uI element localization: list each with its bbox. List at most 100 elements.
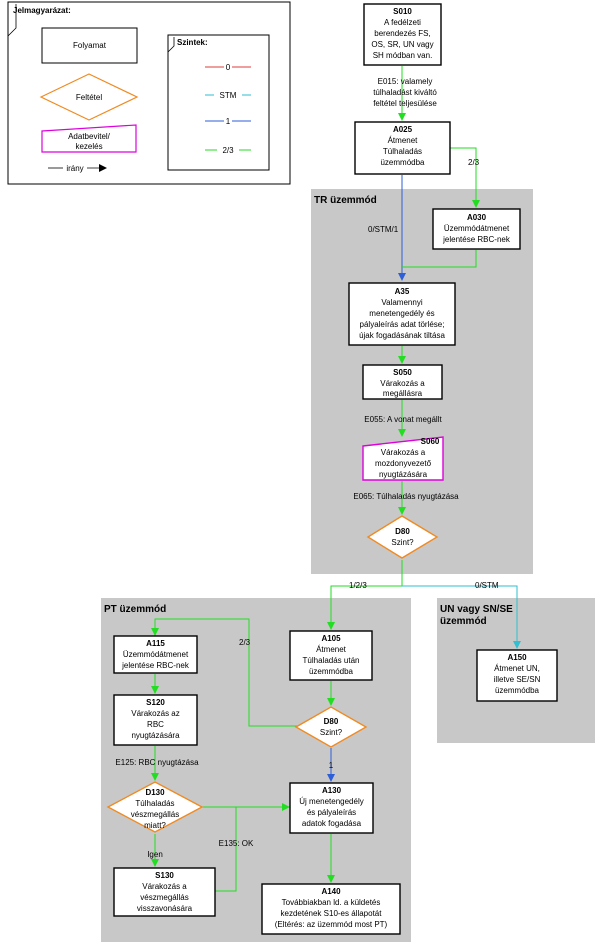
node-a130-id: A130 [322, 786, 342, 795]
node-a140-line1: Továbbiakban ld. a küldetés [282, 898, 381, 907]
node-a150-line3: üzemmódba [495, 686, 540, 695]
node-a130: A130 Új menetengedély és pályaleírás ada… [289, 782, 374, 834]
node-a030-line2: jelentése RBC-nek [442, 235, 511, 244]
node-a030: A030 Üzemmódátmenet jelentése RBC-nek [432, 208, 521, 250]
edge-label-d80-left: 1/2/3 [349, 581, 367, 590]
node-a025: A025 Átmenet Túlhaladás üzemmódba [354, 121, 451, 175]
node-a025-line1: Átmenet [388, 136, 419, 145]
edge-labels: E015: valamely túlhaladást kiváltó felté… [115, 77, 498, 859]
edge-d80-pt [327, 585, 402, 630]
legend-process-box [41, 27, 138, 64]
edge-a030-merge [402, 250, 477, 268]
node-a35-box [348, 282, 456, 346]
edge-d80b-a115 [151, 618, 300, 727]
node-s050-line2: megállásra [383, 389, 423, 398]
node-a140-box [261, 883, 401, 935]
node-a030-line1: Üzemmódátmenet [444, 224, 510, 233]
legend-condition-label: Feltétel [76, 93, 102, 102]
node-a35-line2: menetengedély és [369, 309, 434, 318]
legend-input-label-2: kezelés [75, 142, 102, 151]
node-a115-id: A115 [146, 639, 165, 648]
node-s120-line1: Várakozás az [131, 709, 179, 718]
node-s130-id: S130 [155, 871, 174, 880]
edge-label-e135: E135: OK [219, 839, 254, 848]
legend-levels-title: Szintek: [177, 38, 208, 47]
node-a105: A105 Átmenet Túlhaladás után üzemmódba [289, 630, 373, 681]
node-d130-diamond [106, 781, 204, 833]
node-a030-box [432, 208, 521, 250]
node-a115-line1: Üzemmódátmenet [123, 650, 189, 659]
un-mode-title-line1: UN vagy SN/SE [440, 604, 513, 615]
node-s060-line1: Várakozás a [381, 448, 426, 457]
legend-input-shape [41, 124, 137, 153]
legend-process-label: Folyamat [73, 41, 107, 50]
node-s130-line1: Várakozás a [142, 882, 187, 891]
node-s050: S050 Várakozás a megállásra [362, 364, 443, 400]
node-s010-line4: SH módban van. [373, 51, 433, 60]
edge-label-e015-2: túlhaladást kiváltó [373, 88, 437, 97]
legend-stm-label: STM [220, 91, 237, 100]
legend-level0-label: 0 [226, 63, 231, 72]
node-d80-tr-line1: Szint? [391, 538, 414, 547]
node-s060-shape [362, 436, 444, 481]
edge-label-igen: Igen [147, 850, 163, 859]
node-d80-pt-line1: Szint? [320, 728, 343, 737]
pt-mode-title: PT üzemmód [104, 604, 166, 615]
node-a140: A140 Továbbiakban ld. a küldetés kezdeté… [261, 883, 401, 935]
node-s060-line3: nyugtázására [379, 470, 428, 479]
edge-label-d80b-up: 2/3 [239, 638, 251, 647]
edge-label-e015-1: E015: valamely [378, 77, 433, 86]
node-a130-box [289, 782, 374, 834]
node-s120-line3: nyugtázására [131, 731, 180, 740]
node-d80-pt-id: D80 [324, 717, 339, 726]
legend-levels-frame [167, 34, 270, 171]
node-d130-id: D130 [145, 788, 165, 797]
node-s010-line3: OS, SR, UN vagy [371, 40, 433, 49]
edge-label-a025-down: 0/STM/1 [368, 225, 399, 234]
node-a140-line3: (Eltérés: az üzemmód most PT) [275, 920, 388, 929]
legend-title: Jelmagyarázat: [13, 6, 71, 15]
node-a030-id: A030 [467, 213, 487, 222]
node-a35-line3: pályaleírás adat törlése; [360, 320, 445, 329]
node-a130-line2: és pályaleírás [307, 808, 356, 817]
node-a150-id: A150 [507, 653, 527, 662]
node-s010-id: S010 [393, 7, 412, 16]
node-a115: A115 Üzemmódátmenet jelentése RBC-nek [113, 635, 198, 674]
node-s050-line1: Várakozás a [380, 379, 425, 388]
node-s130-box [113, 867, 216, 917]
node-a150: A150 Átmenet UN, illetve SE/SN üzemmódba [476, 649, 558, 702]
edge-label-d80b-down: 1 [329, 761, 334, 770]
edge-label-e055: E055: A vonat megállt [364, 415, 442, 424]
node-s120-id: S120 [146, 698, 165, 707]
node-s130-line2: vészmegállás [140, 893, 188, 902]
node-s120-line2: RBC [147, 720, 164, 729]
connectors [151, 66, 521, 892]
node-a150-line1: Átmenet UN, [494, 664, 540, 673]
node-s060-id: S060 [421, 437, 440, 446]
node-a150-box [476, 649, 558, 702]
node-s130-line3: visszavonására [137, 904, 193, 913]
node-a130-line3: adatok fogadása [302, 819, 362, 828]
edge-label-e065: E065: Túlhaladás nyugtázása [353, 492, 459, 501]
node-a025-box [354, 121, 451, 175]
legend-level1-label: 1 [226, 117, 231, 126]
node-s060: S060 Várakozás a mozdonyvezető nyugtázás… [362, 436, 444, 481]
node-s010-line2: berendezés FS, [374, 29, 430, 38]
node-a140-id: A140 [321, 887, 341, 896]
legend-direction-label: irány [66, 164, 83, 173]
edge-label-e015-3: feltétel teljesülése [373, 99, 437, 108]
node-a150-line2: illetve SE/SN [494, 675, 541, 684]
node-s010-box [363, 3, 442, 66]
node-d80-tr-diamond [366, 515, 439, 559]
node-a105-line2: Túlhaladás után [303, 656, 360, 665]
node-a115-line2: jelentése RBC-nek [121, 661, 190, 670]
node-a105-id: A105 [321, 634, 341, 643]
edge-s130-a130 [215, 807, 237, 892]
node-d80-tr: D80 Szint? [366, 515, 439, 559]
node-d130-line2: vészmegállás [131, 810, 179, 819]
legend-condition-diamond [39, 73, 139, 121]
un-mode-title-line2: üzemmód [440, 616, 487, 627]
legend: Jelmagyarázat: Folyamat Feltétel Adatbev… [7, 1, 291, 185]
node-s050-id: S050 [393, 368, 412, 377]
